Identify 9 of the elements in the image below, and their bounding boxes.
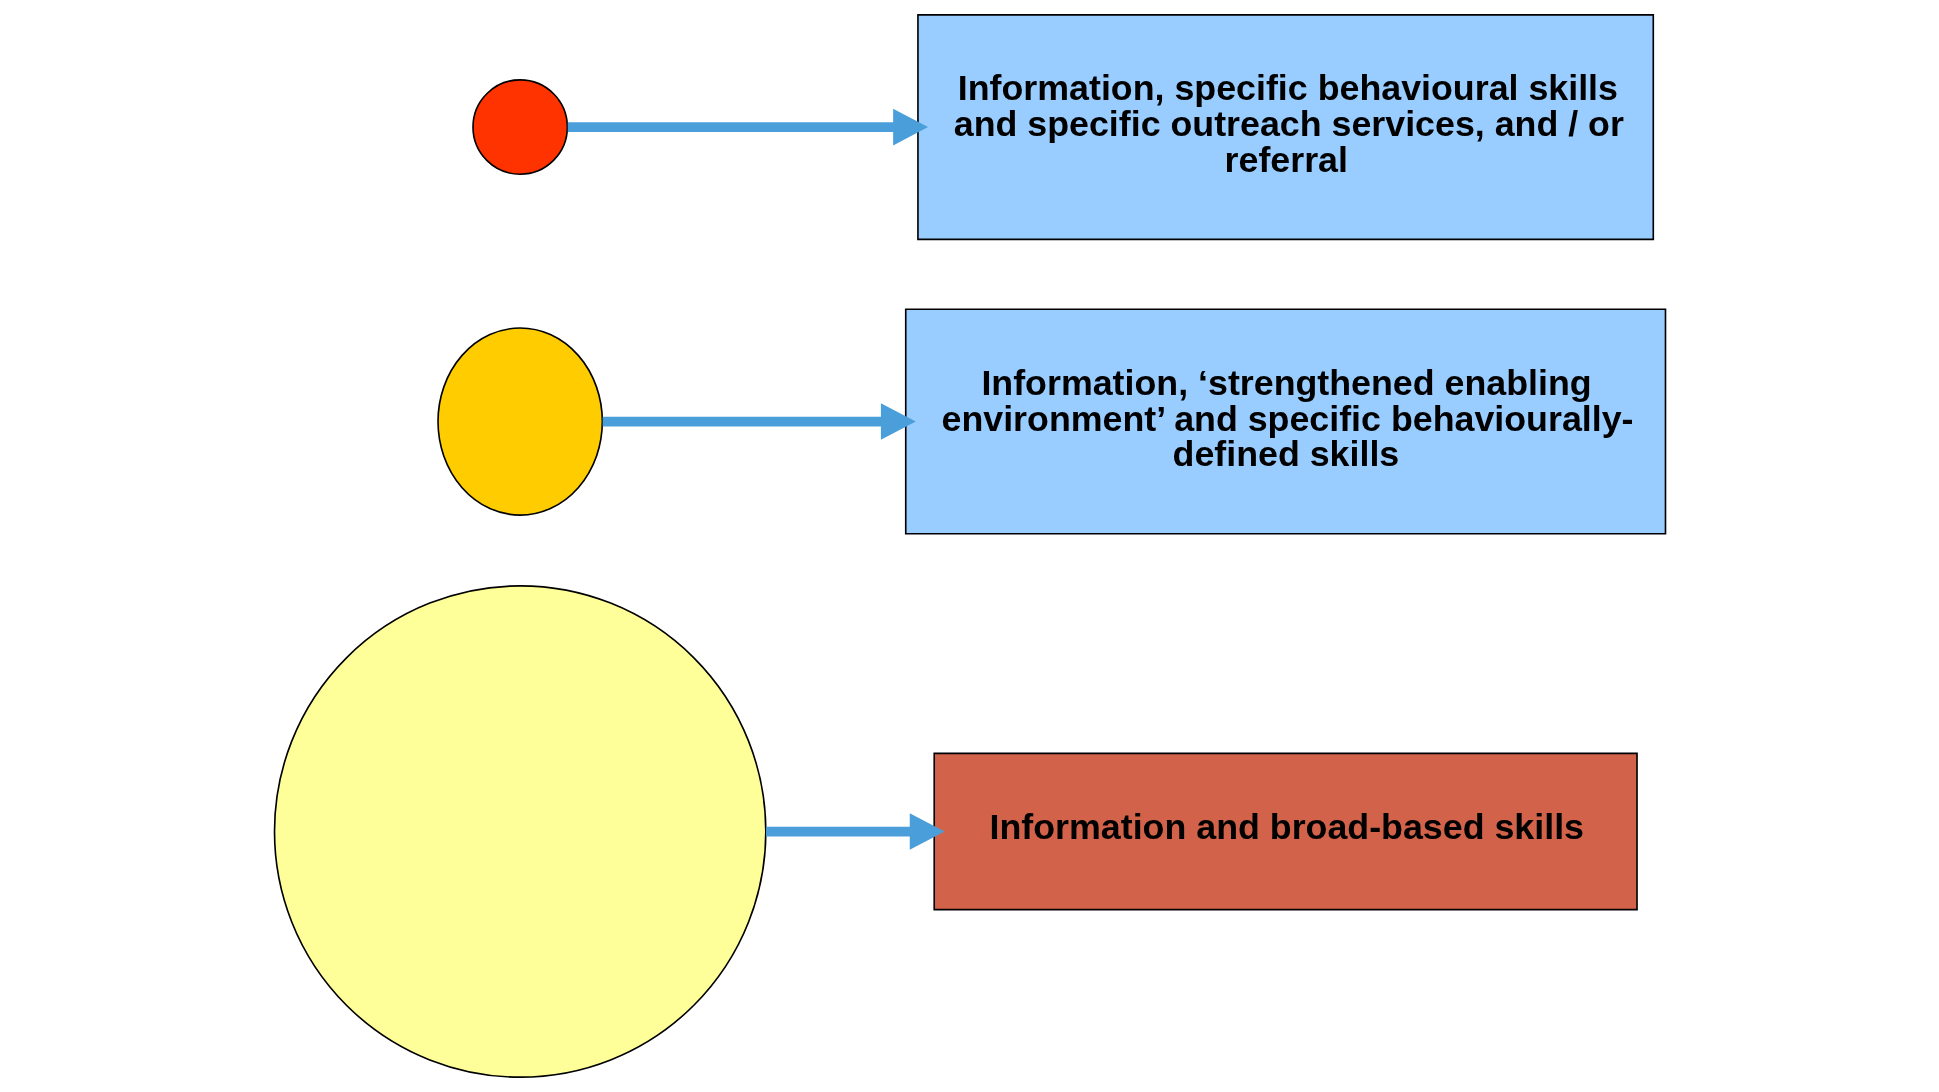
node-box: Information and broad-based skills xyxy=(932,752,1638,911)
arrow xyxy=(765,813,945,850)
node-circle xyxy=(471,79,568,176)
node-box: Information, ‘strengthened enabling environment’ and specific behaviourally-defined skills xyxy=(904,308,1666,535)
arrow xyxy=(567,108,928,146)
arrow xyxy=(602,403,916,440)
node-circle xyxy=(273,585,767,1078)
node-circle xyxy=(436,327,603,516)
node-box: Information, specific behavioural skills and specific outreach services, and / or referral xyxy=(916,14,1654,241)
